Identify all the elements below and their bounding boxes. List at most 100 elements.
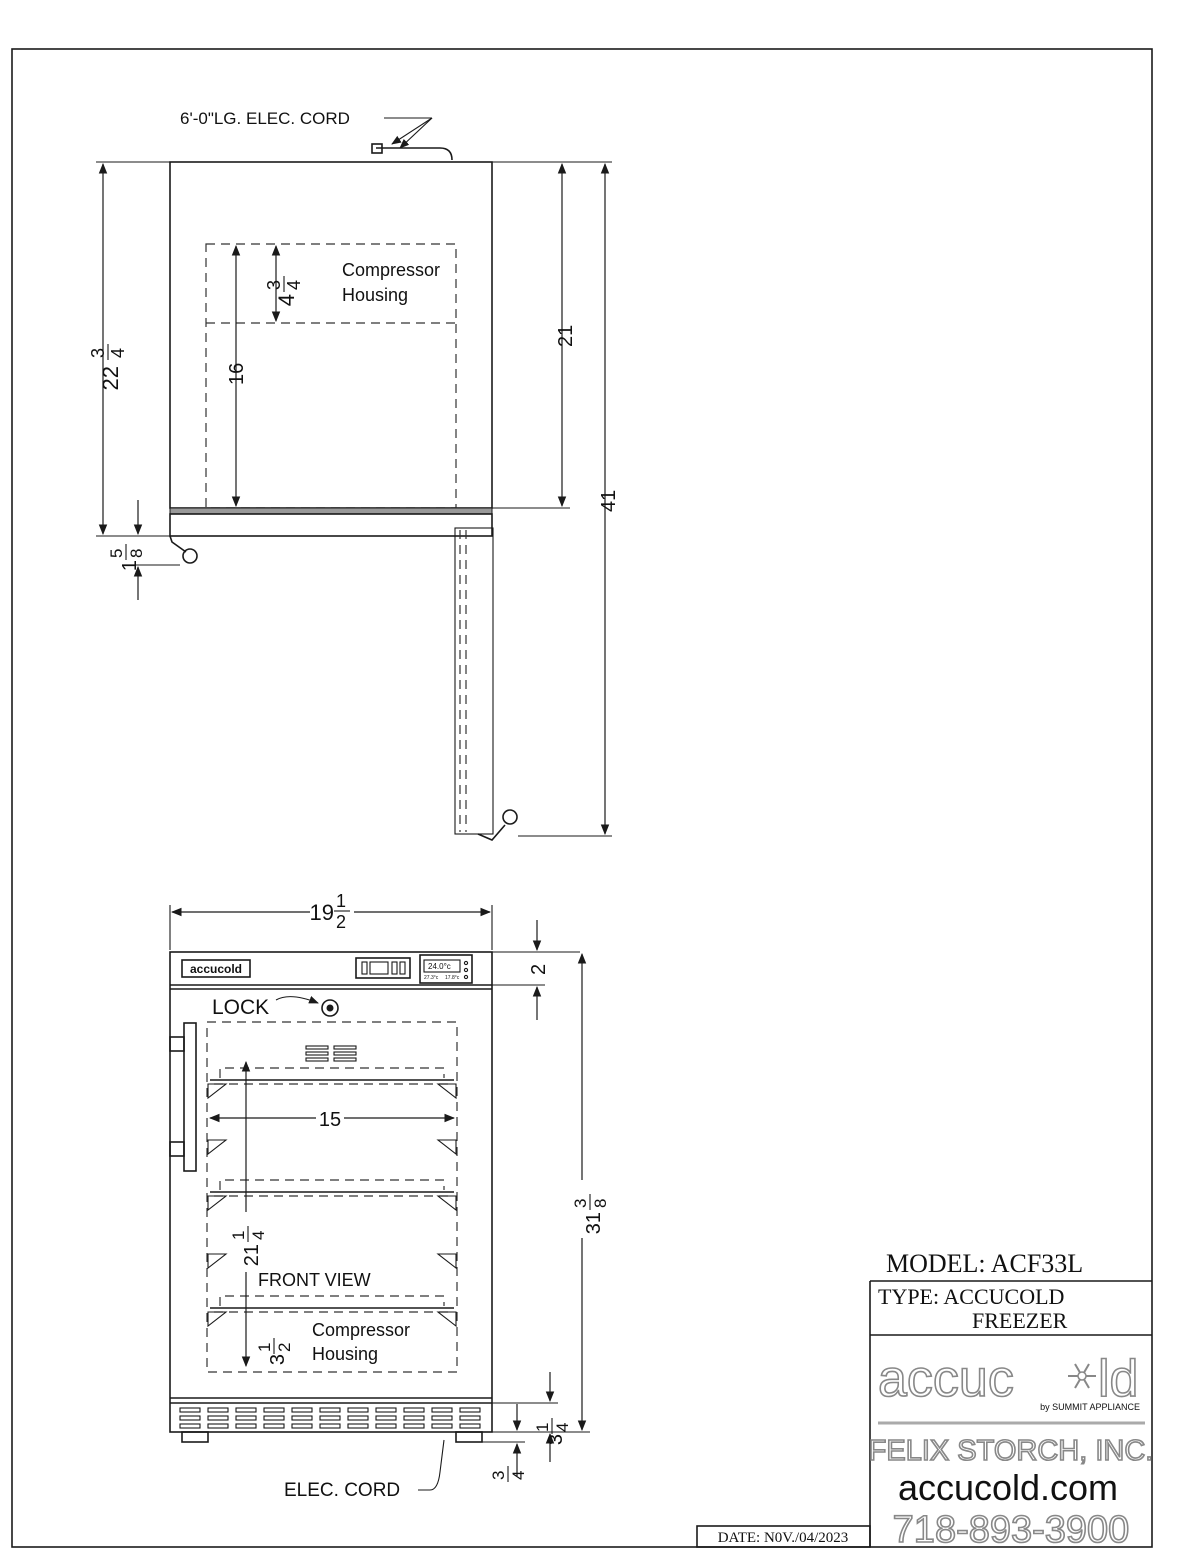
svg-text:4: 4 [553,1423,572,1432]
dim-overall-height: 22 3 4 [88,344,128,390]
grille-slot [291,1415,313,1421]
grille-slot [263,1407,285,1413]
svg-text:1: 1 [255,1343,274,1352]
svg-text:ld: ld [1098,1350,1138,1408]
leveling-foot [181,1431,209,1443]
grille-slot [431,1415,453,1421]
hinge-knob [182,548,198,564]
svg-text:1: 1 [533,1423,552,1432]
snowflake-icon [1068,1363,1096,1389]
front-cord-leader [418,1439,445,1491]
dim-leg-height: 3 4 [489,1466,528,1482]
grille-slot [459,1407,481,1413]
svg-text:3: 3 [545,1434,567,1445]
grille-slot [263,1423,285,1429]
grille-slot [319,1415,341,1421]
grille-slot [403,1407,425,1413]
grille-slot [347,1415,369,1421]
cord-plug [371,143,383,154]
grille-slot [375,1423,397,1429]
bottom-grille [179,1407,481,1429]
dim-cabinet-depth: 21 [555,325,577,347]
website: accucold.com [898,1467,1118,1508]
grille-slot [375,1407,397,1413]
dim-grille-height: 3 1 4 [533,1418,572,1445]
grille-slot [235,1407,257,1413]
type-label: TYPE: ACCUCOLD [878,1284,1064,1309]
company-name: FELIX STORCH, INC. [869,1435,1154,1467]
grille-slot [431,1407,453,1413]
svg-text:21: 21 [241,1244,263,1266]
svg-text:2: 2 [275,1343,294,1352]
svg-text:3: 3 [267,1354,289,1365]
svg-text:1: 1 [336,891,346,911]
shelf [207,1179,457,1212]
grille-slot [207,1407,229,1413]
front-view-label: FRONT VIEW [258,1270,371,1290]
svg-text:3: 3 [489,1471,508,1480]
svg-text:31: 31 [583,1212,605,1234]
accucold-logo: accuc ld by SUMMIT APPLIANCE [877,1349,1140,1412]
dim-inner-height: 16 [226,363,248,385]
svg-text:accuc: accuc [878,1350,1014,1408]
grille-slot [291,1407,313,1413]
grille-slot [347,1407,369,1413]
svg-text:by SUMMIT APPLIANCE: by SUMMIT APPLIANCE [1040,1402,1140,1412]
title-block: MODEL: ACF33L TYPE: ACCUCOLD FREEZER acc… [696,1249,1154,1552]
svg-text:1: 1 [119,560,141,571]
svg-text:4: 4 [274,294,299,306]
svg-text:4: 4 [284,280,304,290]
door-top-edge [169,513,493,537]
dim-compressor-front: 3 1 2 [255,1338,294,1365]
front-cabinet [169,951,493,1433]
svg-text:22: 22 [98,366,123,390]
svg-text:4: 4 [249,1231,268,1240]
date-label: DATE: N0V./04/2023 [718,1530,849,1546]
grille-slot [319,1407,341,1413]
svg-text:3: 3 [571,1199,590,1208]
compressor-label: Compressor [342,260,440,280]
shelf [207,1295,457,1328]
svg-text:17.8°c: 17.8°c [445,975,460,981]
dim-overall-width: 19 1 2 [310,891,354,932]
grille-slot [347,1423,369,1429]
dim-front-height: 31 3 8 [571,1180,612,1238]
grille-slot [179,1407,201,1413]
dim-total-depth: 41 [598,490,620,512]
svg-text:FREEZER: FREEZER [972,1308,1068,1333]
grille-slot [319,1423,341,1429]
grille-slot [179,1423,201,1429]
brand-badge [181,959,251,978]
dim-leg-offset: 1 5 8 [107,544,146,571]
svg-text:27.3°c: 27.3°c [424,975,439,981]
dim-inner-width: 15 [319,1109,341,1131]
lock-icon [321,999,339,1017]
power-cord [376,147,453,161]
temperature-controller [355,957,411,979]
svg-text:19: 19 [310,900,334,925]
grille-slot [459,1423,481,1429]
svg-text:2: 2 [336,912,346,932]
dim-control-panel: 2 [528,964,550,975]
svg-text:1: 1 [229,1231,248,1240]
svg-text:4: 4 [509,1471,528,1480]
svg-text:Housing: Housing [342,285,408,305]
grille-slot [235,1423,257,1429]
sheet-border [11,48,1153,1548]
dim-inner-height-front: 21 1 4 [229,1212,270,1272]
grille-slot [179,1415,201,1421]
side-view: 6'-0"LG. ELEC. CORD Compressor Housing 2… [88,109,620,841]
grille-slot [263,1415,285,1421]
svg-text:3: 3 [88,348,108,358]
shelf [207,1067,457,1100]
svg-text:8: 8 [591,1199,610,1208]
svg-text:Housing: Housing [312,1344,378,1364]
grille-slot [403,1423,425,1429]
svg-text:accucold: accucold [190,962,242,976]
open-door [454,527,494,835]
cabinet-outline [169,161,493,509]
front-view: accucold 24.0°c 27.3°c 17.8°c LOCK [169,891,612,1501]
digital-thermometer [419,954,473,984]
grille-slot [459,1415,481,1421]
svg-text:3: 3 [264,280,284,290]
